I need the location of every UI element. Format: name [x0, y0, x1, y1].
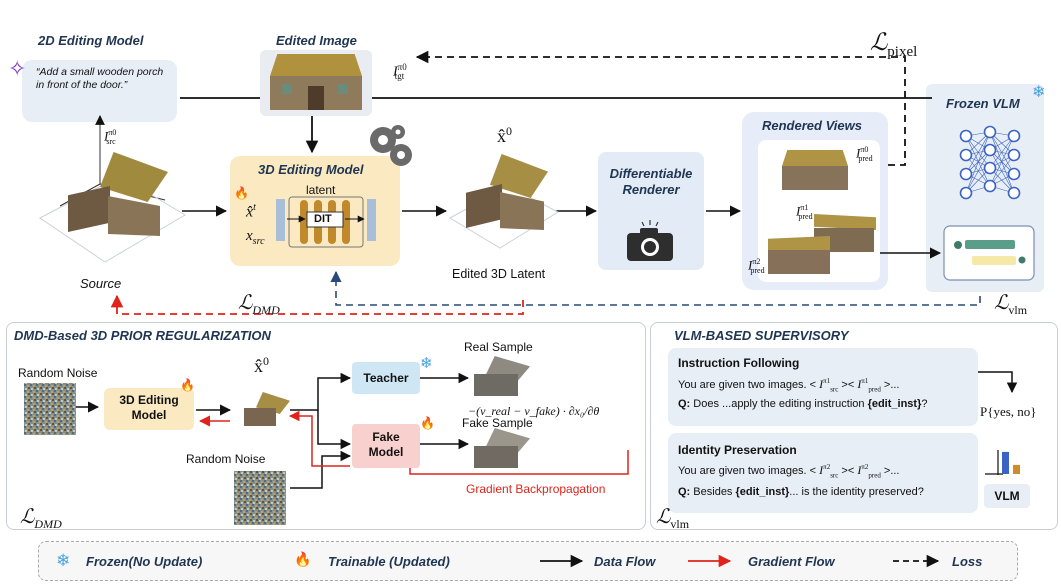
prompt-panel: [22, 60, 177, 122]
fake-sample-label: Fake Sample: [462, 416, 533, 430]
noise-cube-2: [234, 471, 286, 525]
random-noise-1-label: Random Noise: [18, 366, 98, 380]
legend-trainable: Trainable (Updated): [328, 554, 450, 569]
gradient-backprop-label: Gradient Backpropagation: [466, 482, 606, 496]
vlm-badge: [984, 484, 1030, 508]
xhat-t-label: x̂t: [246, 202, 256, 221]
legend-flame-icon: 🔥: [294, 551, 312, 567]
isrc-label: Iπ0src: [104, 128, 117, 146]
dit-label: DIT: [314, 213, 332, 225]
rendered-view-2: [768, 236, 832, 276]
edited-latent-house: [462, 150, 552, 242]
editing-2d-title: 2D Editing Model: [38, 33, 144, 48]
sparkle-icon: ✧: [8, 56, 27, 81]
latent-bar-right: [367, 199, 376, 241]
frozen-vlm-title: Frozen VLM: [946, 96, 1020, 111]
instruction-following-card: [668, 348, 978, 426]
random-noise-2-label: Random Noise: [186, 452, 266, 466]
xsrc-label: xsrc: [246, 228, 265, 247]
if-title: Instruction Following: [678, 356, 800, 370]
vlm-loss-label: ℒvlm: [656, 506, 690, 531]
latent-label: latent: [306, 183, 336, 197]
vlm-badge-label: VLM: [994, 489, 1020, 503]
teacher-box: [352, 362, 420, 394]
real-sample-house: [472, 356, 532, 398]
if-question: Q: Does ...apply the editing instruction…: [678, 398, 928, 410]
pixel-loss-label: ℒpixel: [870, 30, 918, 60]
dmd-editing-model-box: [104, 388, 194, 430]
dmd-xhat0-house: [242, 392, 290, 428]
legend-panel: [38, 541, 1018, 581]
legend-loss: Loss: [952, 554, 983, 569]
flame-icon-editing: 🔥: [234, 186, 249, 200]
prompt-text: “Add a small wooden porch in front of th…: [36, 66, 164, 91]
renderer-title: Differentiable Renderer: [609, 166, 693, 197]
vlm-bar-yes: [1002, 451, 1009, 474]
dmd-xhat0-label: x̂0: [254, 354, 269, 376]
latent-bar-left: [276, 199, 285, 241]
ip-title: Identity Preservation: [678, 443, 797, 457]
noise-cube-1: [24, 383, 76, 435]
xhat0-top-label: x̂0: [497, 124, 512, 146]
pred1-label: Iπ1pred: [796, 203, 813, 221]
source-house: [60, 150, 170, 246]
vlm-supervisory-title: VLM-BASED SUPERVISORY: [674, 328, 849, 343]
fake-sample-house: [472, 428, 532, 470]
legend-data-flow: Data Flow: [594, 554, 656, 569]
gears-icon: [370, 125, 412, 166]
flame-icon-fake: 🔥: [420, 416, 435, 430]
rendered-view-0: [780, 148, 850, 192]
legend-frozen: Frozen(No Update): [86, 554, 203, 569]
if-line1: You are given two images. < Iπ1src >< Iπ…: [678, 377, 900, 394]
lvlm-top-label: ℒvlm: [994, 292, 1028, 317]
fake-model-label: Fake Model: [368, 430, 404, 459]
itgt-label: Iπ0tgt: [393, 62, 407, 82]
chat-window-icon: [943, 225, 1035, 281]
ip-line1: You are given two images. < Iπ2src >< Iπ…: [678, 463, 900, 480]
edited-latent-label: Edited 3D Latent: [452, 267, 546, 281]
probability-label: P{yes, no}: [980, 404, 1037, 419]
ip-question: Q: Besides {edit_inst}... is the identit…: [678, 486, 924, 498]
dmd-formula: −(v_real − v_fake) · ∂x₀/∂θ: [468, 404, 600, 418]
dit-label-box: [306, 211, 344, 228]
editing-3d-title: 3D Editing Model: [258, 162, 364, 177]
vlm-bar-no: [1013, 464, 1020, 474]
rendered-views-title: Rendered Views: [762, 118, 862, 133]
dmd-panel: [6, 322, 646, 530]
dmd-title: DMD-Based 3D PRIOR REGULARIZATION: [14, 328, 271, 343]
pred0-label: Iπ0pred: [856, 145, 873, 163]
dmd-gradient-dashed: [110, 294, 524, 315]
snowflake-icon-vlm: ❄: [1032, 84, 1046, 101]
fake-model-box: [352, 424, 420, 468]
flame-icon-dmd-editing: 🔥: [180, 378, 195, 392]
legend-snowflake-icon: ❄: [56, 551, 71, 570]
dmd-editing-model-label: 3D Editing Model: [119, 393, 179, 422]
pred2-label: Iπ2pred: [748, 257, 765, 275]
source-label: Source: [80, 276, 122, 291]
identity-preservation-card: [668, 433, 978, 513]
dmd-loss-label: ℒDMD: [20, 506, 62, 531]
ldmd-top-label: ℒDMD: [238, 292, 280, 317]
vlm-gradient-dashed: [330, 270, 981, 306]
real-sample-label: Real Sample: [464, 340, 533, 354]
snowflake-icon-teacher: ❄: [420, 355, 433, 372]
teacher-label: Teacher: [363, 371, 409, 385]
edited-image-thumbnail: [260, 50, 372, 116]
camera-icon: [627, 220, 673, 261]
edited-image-title: Edited Image: [276, 33, 357, 48]
legend-gradient-flow: Gradient Flow: [748, 554, 835, 569]
